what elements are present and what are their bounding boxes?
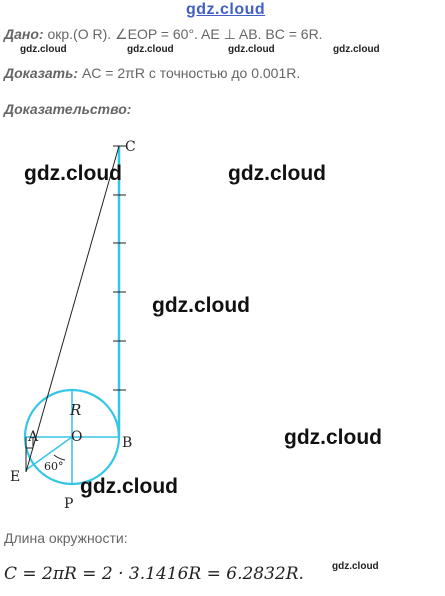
point-c: C <box>125 139 136 155</box>
given-label: Дано: <box>4 26 44 42</box>
radius-label: R <box>69 401 81 419</box>
point-e: E <box>10 469 20 485</box>
watermark: gdz.cloud <box>80 475 178 498</box>
watermark: gdz.cloud <box>228 44 275 55</box>
point-o: O <box>71 429 82 445</box>
watermark: gdz.cloud <box>332 561 379 572</box>
prove-line: Доказать: AC = 2πR с точностью до 0.001R… <box>4 65 300 81</box>
angle-arc <box>53 454 66 461</box>
bc-ticks <box>113 145 126 391</box>
prove-text: AC = 2πR с точностью до 0.001R. <box>81 65 301 81</box>
prove-label: Доказать: <box>4 65 79 81</box>
given-text: окр.(O R). ∠EOP = 60°. AE ⊥ AB. BC = 6R. <box>47 26 323 42</box>
watermark: gdz.cloud <box>152 294 250 317</box>
watermark: gdz.cloud <box>20 44 67 55</box>
point-a: A <box>27 429 39 445</box>
proof-heading: Доказательство: <box>4 101 132 117</box>
result-formula: C = 2πR = 2 · 3.1416R = 6.2832R. <box>4 564 304 584</box>
segment-ce <box>25 145 120 473</box>
watermark: gdz.cloud <box>228 162 326 185</box>
site-title[interactable]: gdz.cloud <box>186 1 266 18</box>
length-label: Длина окружности: <box>4 530 128 546</box>
watermark: gdz.cloud <box>24 162 122 185</box>
watermark: gdz.cloud <box>127 44 174 55</box>
segment-oe <box>25 436 73 471</box>
given-line: Дано: окр.(O R). ∠EOP = 60°. AE ⊥ AB. BC… <box>4 26 323 43</box>
watermark: gdz.cloud <box>284 426 382 449</box>
point-p: P <box>64 496 73 512</box>
point-b: B <box>122 435 132 451</box>
watermark: gdz.cloud <box>333 44 380 55</box>
angle-label: 60° <box>44 460 64 473</box>
